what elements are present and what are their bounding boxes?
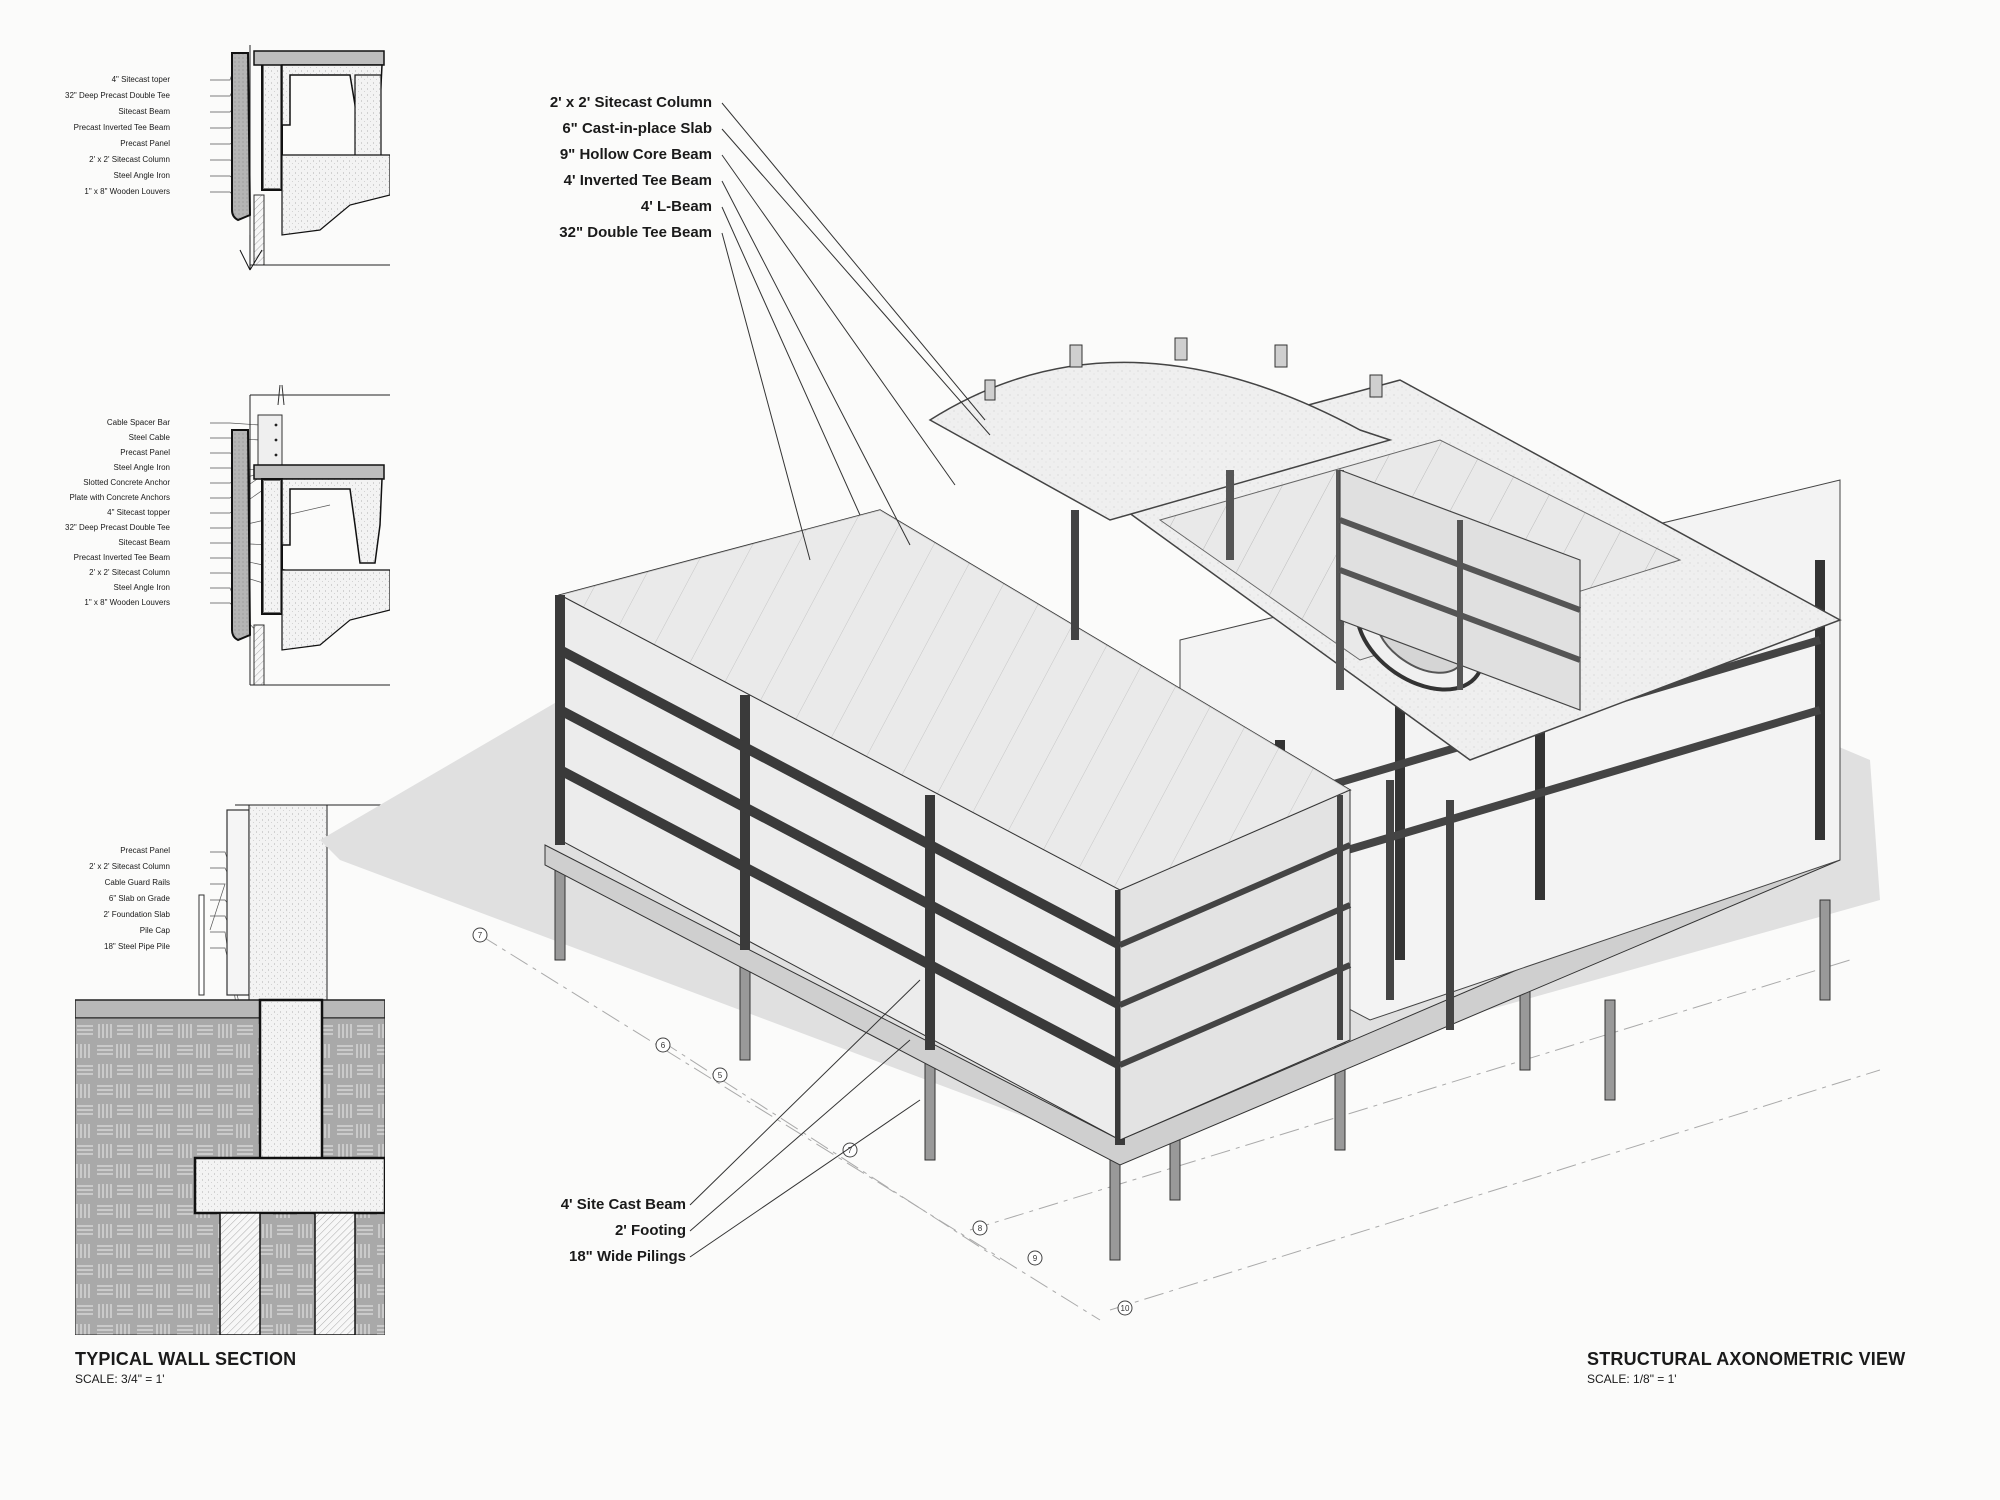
detail-label: 4" Sitecast toper [111, 75, 170, 84]
detail-label: Sitecast Beam [118, 107, 170, 116]
callout-pilings: 18" Wide Pilings [568, 1248, 686, 1265]
callout-hollow-core-beam: 9" Hollow Core Beam [559, 146, 712, 163]
detail-label: 18" Steel Pipe Pile [104, 942, 170, 951]
detail-label: Sitecast Beam [118, 538, 170, 547]
callout-footing: 2' Footing [614, 1222, 686, 1239]
grid-tag: 6 [661, 1041, 666, 1050]
detail-label: Precast Panel [120, 846, 170, 855]
detail-label: Precast Inverted Tee Beam [73, 123, 170, 132]
detail-label: 32" Deep Precast Double Tee [65, 523, 170, 532]
detail-label: 1" x 8" Wooden Louvers [84, 598, 170, 607]
grid-tag: 7 [848, 1146, 853, 1155]
left-title: TYPICAL WALL SECTION [75, 1349, 297, 1369]
detail-label: Cable Spacer Bar [106, 418, 170, 427]
detail-label: Plate with Concrete Anchors [69, 493, 171, 502]
grid-tag: 7 [478, 931, 483, 940]
detail-label: Steel Angle Iron [113, 171, 170, 180]
detail-label: 2' Foundation Slab [103, 910, 170, 919]
detail-label: Steel Cable [128, 433, 170, 442]
callout-double-tee-beam: 32" Double Tee Beam [559, 224, 712, 241]
detail-label: 1" x 8" Wooden Louvers [84, 187, 170, 196]
grid-tag: 5 [718, 1071, 723, 1080]
detail-label: Pile Cap [139, 926, 170, 935]
callout-inverted-tee-beam: 4' Inverted Tee Beam [563, 172, 712, 189]
detail-label: 6" Slab on Grade [108, 894, 170, 903]
right-title: STRUCTURAL AXONOMETRIC VIEW [1587, 1349, 1906, 1369]
detail-label: Precast Inverted Tee Beam [73, 553, 170, 562]
detail-label: 2' x 2' Sitecast Column [89, 568, 170, 577]
detail-label: Precast Panel [120, 139, 170, 148]
wall-section-detail-2 [210, 385, 390, 686]
callout-l-beam: 4' L-Beam [640, 198, 712, 215]
detail-label: Cable Guard Rails [104, 878, 170, 887]
detail-label: 2' x 2' Sitecast Column [89, 155, 170, 164]
grid-tag: 8 [978, 1224, 983, 1233]
detail-label: Slotted Concrete Anchor [83, 478, 170, 487]
detail-label: Precast Panel [120, 448, 170, 457]
detail-label: Steel Angle Iron [113, 463, 170, 472]
structural-axonometric-drawing: 7 6 5 7 8 9 10 [320, 337, 1880, 1321]
left-scale: SCALE: 3/4" = 1' [75, 1372, 165, 1386]
detail-label: 32" Deep Precast Double Tee [65, 91, 170, 100]
callout-site-cast-beam: 4' Site Cast Beam [560, 1196, 686, 1213]
wall-section-detail-3 [75, 804, 385, 1335]
right-scale: SCALE: 1/8" = 1' [1587, 1372, 1677, 1386]
detail-label: 4" Sitecast topper [107, 508, 170, 517]
wall-section-detail-1 [210, 45, 390, 271]
callout-sitecast-column: 2' x 2' Sitecast Column [549, 94, 712, 111]
grid-tag: 9 [1033, 1254, 1038, 1263]
detail-label: Steel Angle Iron [113, 583, 170, 592]
callout-cast-in-place-slab: 6" Cast-in-place Slab [562, 120, 712, 137]
grid-tag: 10 [1121, 1304, 1130, 1313]
detail-label: 2' x 2' Sitecast Column [89, 862, 170, 871]
